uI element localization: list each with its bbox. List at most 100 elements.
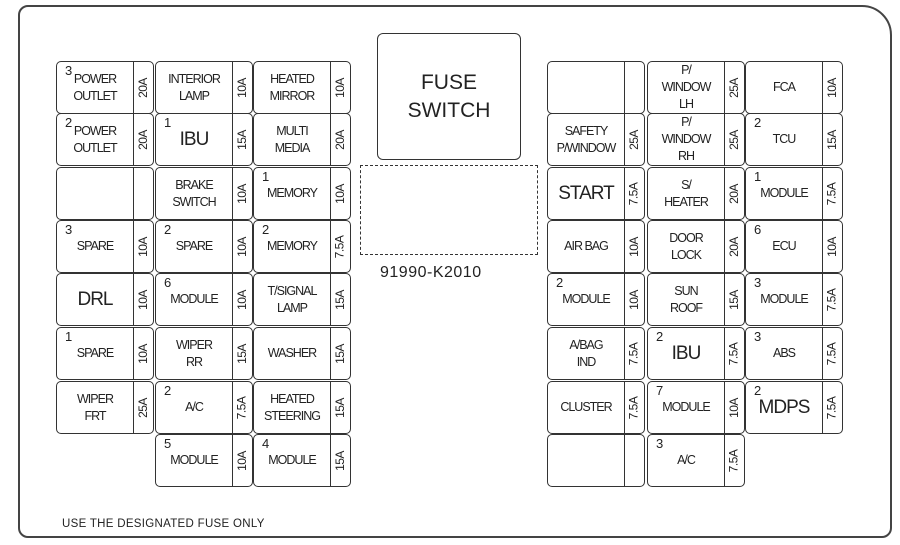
fuse-label-line: A/C xyxy=(185,400,204,415)
fuse-rating xyxy=(623,62,644,113)
fuse-rating: 10A xyxy=(132,328,153,379)
fuse-label: MEMORY xyxy=(254,221,331,272)
fuse-label-line: LAMP xyxy=(178,88,210,103)
fuse-rating: 7.5A xyxy=(723,328,744,379)
fuse-rating-text: 10A xyxy=(234,289,249,310)
fuse-rating: 25A xyxy=(723,62,744,113)
fuse-rating: 15A xyxy=(329,274,350,325)
fuse-rating-text: 15A xyxy=(332,289,347,310)
fuse-rating-text: 10A xyxy=(234,183,249,204)
fuse-label-line: HEATED xyxy=(270,391,315,406)
fuse-label: S/HEATER xyxy=(648,168,725,219)
part-number: 91990-K2010 xyxy=(380,264,482,281)
fuse-label xyxy=(57,168,134,219)
fuse-rating: 25A xyxy=(132,382,153,433)
fuse-rating-text: 7.5A xyxy=(332,235,347,258)
fuse-rating: 10A xyxy=(132,221,153,272)
fuse-rating-text: 10A xyxy=(135,343,150,364)
fuse-label-line: AIR BAG xyxy=(564,239,609,254)
fuse-rating: 20A xyxy=(723,221,744,272)
fuse-label-line: P/ xyxy=(681,63,692,78)
fuse-label: A/C xyxy=(648,435,725,486)
fuse-label: IBU xyxy=(648,328,725,379)
fuse-rating: 10A xyxy=(821,62,842,113)
fuse-rating: 7.5A xyxy=(231,382,252,433)
fuse-rating: 20A xyxy=(132,114,153,165)
fuse-label-line: MIRROR xyxy=(269,88,316,103)
fuse-rating: 10A xyxy=(231,221,252,272)
fuse-number: 3 xyxy=(754,329,762,344)
fuse-number: 2 xyxy=(754,383,762,398)
fuse-label-line: IBU xyxy=(671,342,702,364)
fuse-number: 2 xyxy=(754,115,762,130)
fuse-label-line: MODULE xyxy=(170,292,218,307)
fuse-rating: 10A xyxy=(231,435,252,486)
fuse-rating xyxy=(132,168,153,219)
fuse-rating: 10A xyxy=(723,382,744,433)
fuse-rating-text: 7.5A xyxy=(626,182,641,205)
fuse-label-line: LH xyxy=(679,96,694,111)
fuse-label-line: SPARE xyxy=(76,346,114,361)
fuse-slot xyxy=(56,167,154,220)
fuse-label-line: DRL xyxy=(77,288,113,310)
fuse-label-line: A/C xyxy=(677,453,696,468)
fuse-slot xyxy=(547,61,645,114)
fuse-rating: 7.5A xyxy=(821,274,842,325)
fuse-rating-text: 15A xyxy=(332,343,347,364)
fuse-rating: 7.5A xyxy=(821,382,842,433)
fuse-label-line: MODULE xyxy=(268,453,316,468)
dashed-relay-area xyxy=(360,165,538,255)
fuse-label-line: DOOR xyxy=(669,230,703,245)
fuse-label-line: MODULE xyxy=(562,292,610,307)
fuse-number: 1 xyxy=(754,169,762,184)
fuse-rating: 15A xyxy=(329,435,350,486)
fuse-rating-text: 20A xyxy=(135,129,150,150)
fuse-rating-text: 20A xyxy=(135,77,150,98)
fuse-label-line: LOCK xyxy=(670,247,702,262)
fuse-rating-text: 15A xyxy=(234,129,249,150)
fuse-label: MODULE xyxy=(548,274,625,325)
fuse-rating-text: 10A xyxy=(234,450,249,471)
fuse-label-line: INTERIOR xyxy=(168,71,221,86)
fuse-label-line: CLUSTER xyxy=(560,400,612,415)
fuse-label: SPARE xyxy=(57,221,134,272)
fuse-rating-text: 10A xyxy=(135,236,150,257)
fuse-label: SPARE xyxy=(57,328,134,379)
fuse-label-line: MODULE xyxy=(662,400,710,415)
fuse-label-line: ECU xyxy=(772,239,796,254)
fuse-rating-text: 7.5A xyxy=(824,182,839,205)
fuse-rating-text: 7.5A xyxy=(824,342,839,365)
fuse-rating-text: 20A xyxy=(726,183,741,204)
fuse-label: START xyxy=(548,168,625,219)
fuse-label: IBU xyxy=(156,114,233,165)
fuse-rating: 10A xyxy=(231,168,252,219)
fuse-switch-line1: FUSE xyxy=(420,71,477,95)
fuse-rating: 7.5A xyxy=(821,328,842,379)
